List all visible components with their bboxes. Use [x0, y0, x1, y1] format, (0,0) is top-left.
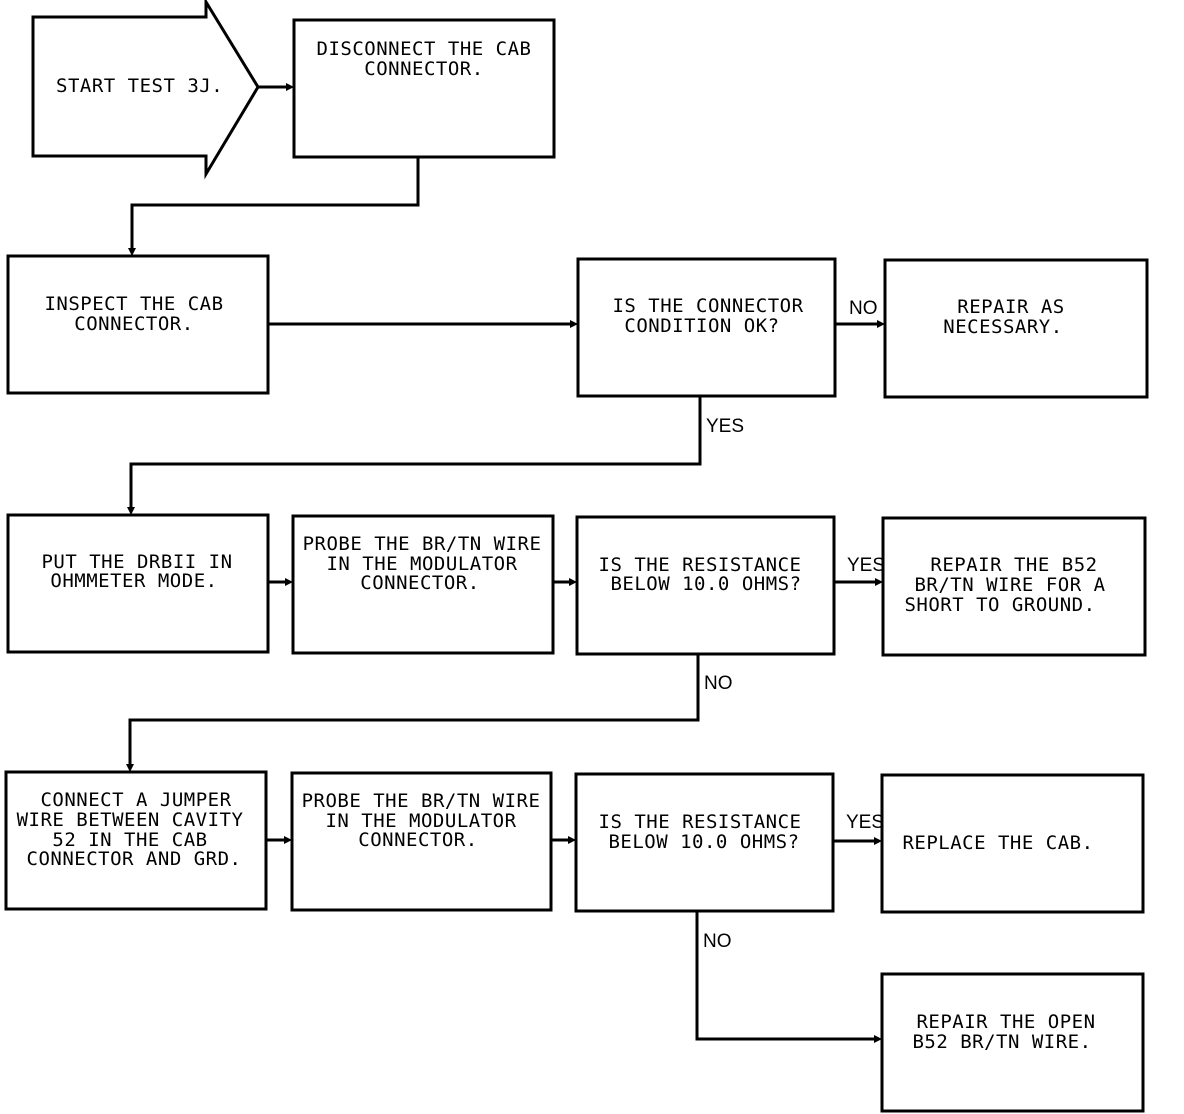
arrowhead: [874, 837, 882, 845]
arrowhead: [127, 507, 135, 515]
repair-open-line-2: B52 BR/TN WIRE.: [912, 1031, 1091, 1053]
disconnect-box: [292, 18, 556, 159]
probe-2-line-2: IN THE MODULATOR: [325, 810, 516, 832]
repair-open-node: REPAIR THE OPEN B52 BR/TN WIRE.: [880, 972, 1145, 1113]
arrowhead: [570, 320, 578, 328]
resistance-question-2-box: [574, 772, 835, 913]
put-drbii-line-2: OHMMETER MODE.: [50, 570, 217, 592]
label-no-resistance-2: NO: [703, 931, 732, 952]
arrowhead: [128, 248, 136, 256]
probe-1-line-3: CONNECTOR.: [360, 572, 479, 594]
repair-open-line-1: REPAIR THE OPEN: [916, 1011, 1095, 1033]
repair-short-node: REPAIR THE B52 BR/TN WIRE FOR A SHORT TO…: [881, 516, 1147, 657]
repair-short-line-2: BR/TN WIRE FOR A: [914, 574, 1105, 596]
arrowhead: [875, 578, 883, 586]
connect-jumper-node: CONNECT A JUMPER WIRE BETWEEN CAVITY 52 …: [4, 770, 268, 911]
inspect-box: [6, 254, 270, 395]
decision-labels: NO YES YES NO YES NO: [703, 298, 885, 952]
repair-short-line-1: REPAIR THE B52: [930, 554, 1097, 576]
resistance-question-1-node: IS THE RESISTANCE BELOW 10.0 OHMS?: [575, 515, 836, 656]
replace-cab-box: [880, 773, 1145, 914]
resistance-question-2-line-1: IS THE RESISTANCE: [599, 811, 802, 833]
disconnect-line-2: CONNECTOR.: [364, 58, 483, 80]
disconnect-line-1: DISCONNECT THE CAB: [317, 38, 532, 60]
condition-question-line-1: IS THE CONNECTOR: [612, 295, 803, 317]
probe-2-line-1: PROBE THE BR/TN WIRE: [302, 790, 541, 812]
repair-short-box: [881, 516, 1147, 657]
inspect-line-2: CONNECTOR.: [74, 313, 193, 335]
put-drbii-line-1: PUT THE DRBII IN: [41, 551, 232, 573]
connector-question2-no: [695, 911, 876, 1041]
resistance-question-2-line-2: BELOW 10.0 OHMS?: [608, 831, 799, 853]
arrowhead: [284, 836, 292, 844]
start-arrow-shape: [31, 0, 260, 180]
label-yes-resistance-1: YES: [847, 555, 885, 576]
probe-2-node: PROBE THE BR/TN WIRE IN THE MODULATOR CO…: [290, 771, 553, 912]
inspect-line-1: INSPECT THE CAB: [44, 293, 223, 315]
connect-jumper-line-3: 52 IN THE CAB: [52, 829, 207, 851]
label-yes-condition: YES: [706, 416, 744, 437]
condition-question-node: IS THE CONNECTOR CONDITION OK?: [576, 257, 837, 398]
probe-1-node: PROBE THE BR/TN WIRE IN THE MODULATOR CO…: [291, 514, 555, 655]
probe-1-line-1: PROBE THE BR/TN WIRE: [303, 533, 542, 555]
start-node: START TEST 3J.: [31, 0, 260, 180]
probe-1-line-2: IN THE MODULATOR: [326, 553, 517, 575]
replace-cab-line: REPLACE THE CAB.: [902, 832, 1093, 854]
arrowhead: [126, 764, 134, 772]
connect-jumper-line-1: CONNECT A JUMPER: [40, 789, 231, 811]
arrowhead: [568, 836, 576, 844]
label-yes-resistance-2: YES: [846, 812, 884, 833]
repair-necessary-node: REPAIR AS NECESSARY.: [883, 258, 1149, 399]
replace-cab-node: REPLACE THE CAB.: [880, 773, 1145, 914]
arrowhead: [569, 578, 577, 586]
arrowhead: [285, 578, 293, 586]
probe-1-box: [291, 514, 555, 655]
probe-2-box: [290, 771, 553, 912]
resistance-question-1-line-1: IS THE RESISTANCE: [599, 554, 802, 576]
disconnect-node: DISCONNECT THE CAB CONNECTOR.: [292, 18, 556, 159]
label-no-resistance-1: NO: [704, 673, 733, 694]
arrowhead: [877, 320, 885, 328]
connector-disconnect-inspect: [130, 157, 420, 250]
put-drbii-box: [6, 513, 270, 654]
repair-short-line-3: SHORT TO GROUND.: [904, 594, 1095, 616]
connect-jumper-line-4: CONNECTOR AND GRD.: [27, 848, 242, 870]
arrowhead: [874, 1035, 882, 1043]
probe-2-line-3: CONNECTOR.: [358, 829, 477, 851]
resistance-question-2-node: IS THE RESISTANCE BELOW 10.0 OHMS?: [574, 772, 835, 913]
resistance-question-1-line-2: BELOW 10.0 OHMS?: [610, 573, 801, 595]
put-drbii-node: PUT THE DRBII IN OHMMETER MODE.: [6, 513, 270, 654]
repair-necessary-line-1: REPAIR AS: [957, 296, 1064, 318]
connect-jumper-line-2: WIRE BETWEEN CAVITY: [17, 809, 244, 831]
condition-question-box: [576, 257, 837, 398]
inspect-node: INSPECT THE CAB CONNECTOR.: [6, 254, 270, 395]
repair-necessary-line-2: NECESSARY.: [943, 316, 1062, 338]
start-label: START TEST 3J.: [56, 75, 223, 97]
connectors: [126, 83, 885, 1043]
repair-open-box: [880, 972, 1145, 1113]
condition-question-line-2: CONDITION OK?: [624, 315, 779, 337]
repair-necessary-box: [883, 258, 1149, 399]
connector-condition-yes: [129, 396, 702, 509]
label-no-condition: NO: [849, 298, 878, 319]
connector-question1-no: [128, 654, 700, 766]
arrowhead: [286, 83, 294, 91]
resistance-question-1-box: [575, 515, 836, 656]
